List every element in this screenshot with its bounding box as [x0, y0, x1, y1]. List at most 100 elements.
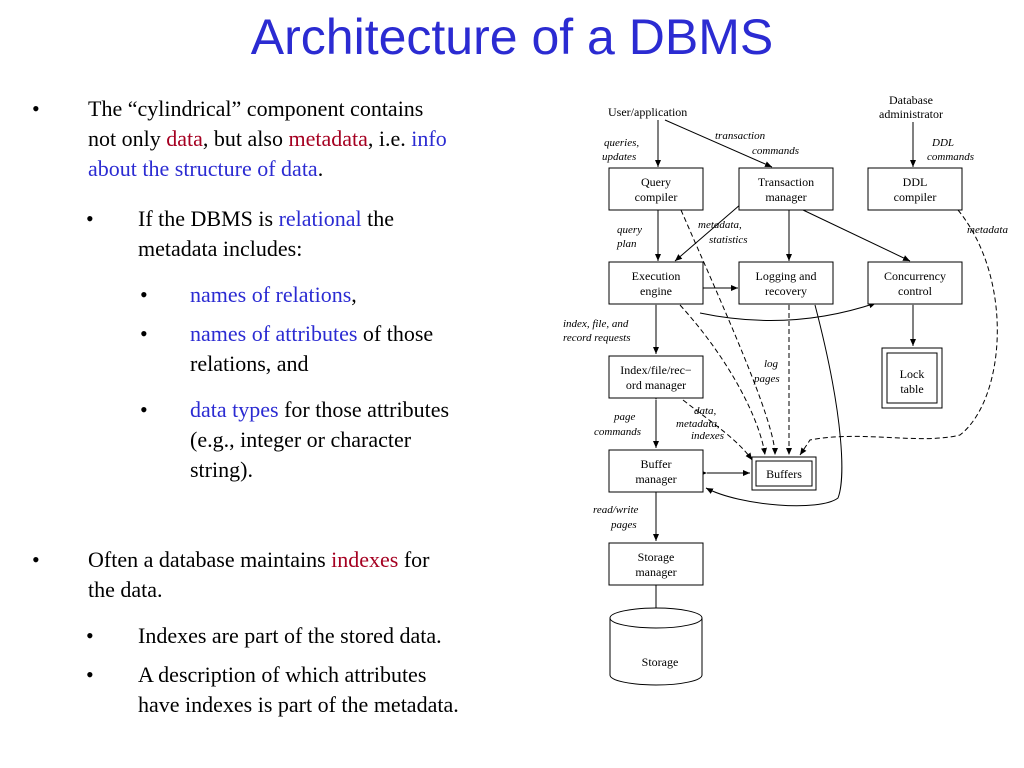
label-ddl-line1: DDL — [931, 137, 954, 149]
bullet-text: for those attributes — [278, 397, 450, 422]
bullet-text: the data. — [88, 577, 163, 602]
bullet-text: The “cylindrical” component contains — [88, 96, 424, 121]
label-ddl-line2: commands — [927, 151, 974, 163]
bullet-text: of those — [357, 321, 434, 346]
transaction-manager-box — [738, 167, 834, 211]
lock-table-inner — [886, 352, 938, 404]
bullet-text: (e.g., integer or character — [190, 427, 412, 452]
bullet-marker: • — [32, 96, 40, 121]
node-dba-line1: Database — [889, 93, 933, 107]
storage-cylinder-top — [609, 607, 703, 629]
bullet-marker: • — [140, 282, 148, 307]
node-concurrency-control-line1: Concurrency — [884, 269, 946, 283]
node-dba-line2: administrator — [879, 107, 943, 121]
node-execution-engine-line1: Execution — [632, 269, 681, 283]
bullet-text: the — [361, 206, 395, 231]
node-logging-recovery-line2: recovery — [765, 284, 807, 298]
node-ddl-compiler-line2: compiler — [894, 190, 937, 204]
label-index-requests-line1: index, file, and — [563, 318, 629, 330]
node-execution-engine-line2: engine — [640, 284, 672, 298]
bullet-text: not only — [88, 126, 167, 151]
diagram-node-labels: User/application Database administrator … — [608, 93, 946, 669]
bullet-index-description: • A description of which attributes have… — [86, 660, 566, 720]
bullet-relational: • If the DBMS is relational the metadata… — [86, 204, 556, 264]
execution-engine-box — [608, 261, 704, 305]
label-log-pages-line1: log — [764, 358, 779, 370]
node-ddl-compiler-line1: DDL — [903, 175, 928, 189]
node-query-compiler-line1: Query — [641, 175, 671, 189]
bullet-text: If the DBMS is — [138, 206, 279, 231]
label-index-requests-line2: record requests — [563, 332, 631, 344]
label-query-plan-line2: plan — [616, 238, 637, 250]
node-index-manager-line2: ord manager — [626, 378, 686, 392]
bullet-marker: • — [140, 321, 148, 346]
label-read-write-line1: read/write — [593, 504, 639, 516]
bullet-marker: • — [86, 206, 94, 231]
label-metadata-stats-line1: metadata, — [698, 219, 742, 231]
bullet-marker: • — [86, 662, 94, 687]
label-query-plan-line1: query — [617, 224, 642, 236]
node-buffer-manager-line2: manager — [635, 472, 676, 486]
label-page-commands-line2: commands — [594, 426, 641, 438]
node-user-application: User/application — [608, 105, 687, 119]
label-transaction-line2: commands — [752, 145, 799, 157]
term-attribute-names: names of attributes — [190, 321, 358, 346]
label-metadata-right: metadata — [967, 224, 1008, 236]
bullet-text: have indexes is part of the metadata. — [138, 692, 459, 717]
slide-title: Architecture of a DBMS — [250, 9, 774, 65]
bullet-text: relations, and — [190, 351, 309, 376]
bullet-text: Often a database maintains — [88, 547, 332, 572]
edge-transaction-commands — [664, 119, 773, 168]
diagram-edges — [653, 119, 998, 618]
term-relational: relational — [278, 206, 362, 231]
bullet-text: metadata includes: — [138, 236, 303, 261]
node-lock-table-line1: Lock — [900, 367, 925, 381]
edge-qc-buffers — [675, 202, 778, 456]
bullet-text: , i.e. — [367, 126, 412, 151]
query-compiler-box — [608, 167, 704, 211]
node-storage-manager-line1: Storage — [638, 550, 675, 564]
bullet-cylindrical: • The “cylindrical” component contains n… — [32, 94, 572, 184]
bullet-relation-names: • names of relations, — [140, 280, 560, 310]
label-queries-line2: updates — [602, 151, 636, 163]
ddl-compiler-box — [867, 167, 963, 211]
buffer-manager-box — [608, 449, 704, 493]
edge-index-buffers — [682, 399, 753, 461]
edge-execution-concurrency — [699, 302, 877, 321]
label-data-meta-line3: indexes — [691, 430, 724, 442]
bullet-marker: • — [140, 397, 148, 422]
diagram-edge-labels: queries, updates transaction commands DD… — [563, 130, 1008, 531]
term-info: info — [411, 126, 447, 151]
bullet-text: string). — [190, 457, 253, 482]
node-storage-manager-line2: manager — [635, 565, 676, 579]
concurrency-control-box — [867, 261, 963, 305]
buffers-inner — [755, 460, 813, 487]
edge-tm-execution — [674, 203, 742, 262]
bullet-text: . — [317, 156, 324, 181]
term-metadata: metadata — [288, 126, 368, 151]
logging-recovery-box — [738, 261, 834, 305]
edge-tm-concurrency — [802, 209, 911, 262]
label-page-commands-line1: page — [613, 411, 636, 423]
node-index-manager-line1: Index/file/rec− — [620, 363, 692, 377]
bullet-attribute-names: • names of attributes of those relations… — [140, 319, 560, 379]
node-storage: Storage — [642, 655, 679, 669]
bullet-text: , but also — [202, 126, 289, 151]
node-transaction-manager-line2: manager — [765, 190, 806, 204]
label-log-pages-line2: pages — [753, 373, 780, 385]
edge-exec-buffers — [679, 304, 767, 456]
node-logging-recovery-line1: Logging and — [756, 269, 817, 283]
storage-manager-box — [608, 542, 704, 586]
node-buffer-manager-line1: Buffer — [640, 457, 671, 471]
bullet-text: Indexes are part of the stored data. — [138, 623, 442, 648]
term-data-types: data types — [190, 397, 279, 422]
bullet-indexes-stored: • Indexes are part of the stored data. — [86, 621, 566, 651]
bullet-marker: • — [86, 623, 94, 648]
term-relation-names: names of relations — [190, 282, 352, 307]
term-data: data — [166, 126, 203, 151]
storage-cylinder-body — [609, 618, 703, 686]
index-manager-box — [608, 355, 704, 399]
label-read-write-line2: pages — [610, 519, 637, 531]
edge-ddl-buffers — [799, 202, 998, 456]
term-structure: about the structure of data — [88, 156, 318, 181]
